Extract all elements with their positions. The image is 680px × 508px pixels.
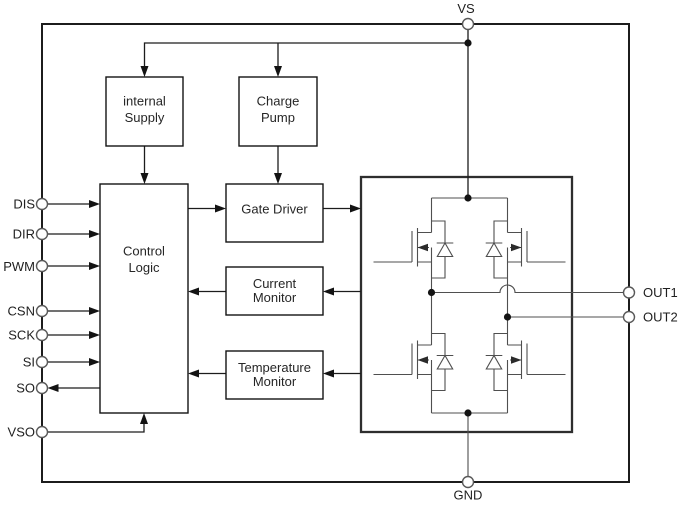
control-logic-box bbox=[99, 183, 189, 414]
control-to-gate-driver-arrow bbox=[215, 204, 226, 213]
h-bridge-box bbox=[359, 175, 574, 434]
internal-supply-box bbox=[105, 76, 184, 147]
pin-labels: VS GND DIS DIR PWM CSN SCK SI SO VSO OUT… bbox=[3, 1, 677, 503]
csn-pin-label: CSN bbox=[8, 304, 35, 319]
vso-pin-label: VSO bbox=[8, 425, 35, 440]
vs-pin bbox=[461, 17, 475, 31]
out1-wire bbox=[431, 284, 629, 294]
pin-terminals bbox=[35, 17, 636, 489]
mosfet-symbol bbox=[506, 221, 566, 278]
mosfet-symbol bbox=[506, 333, 566, 391]
mosfet-body-arrow bbox=[417, 243, 428, 252]
out2-pin bbox=[622, 310, 636, 324]
mosfet-low-side-right bbox=[485, 332, 566, 392]
pwm-pin-label: PWM bbox=[3, 259, 35, 274]
sck-arrow bbox=[89, 331, 100, 339]
block-temperature-monitor: Temperature Monitor bbox=[225, 350, 324, 400]
dis-pin bbox=[35, 197, 49, 211]
sck-pin bbox=[35, 328, 49, 342]
arrow-into-control-logic-top bbox=[140, 173, 149, 184]
internal-supply-label-line1: internal bbox=[123, 94, 166, 109]
gnd-pin-label: GND bbox=[454, 488, 483, 503]
arrow-into-internal-supply bbox=[140, 66, 149, 77]
charge-pump-label-line1: Charge bbox=[257, 94, 300, 109]
out1-junction bbox=[427, 288, 436, 297]
vso-wire bbox=[47, 424, 145, 433]
gnd-pin bbox=[461, 475, 475, 489]
block-current-monitor: Current Monitor bbox=[225, 266, 324, 316]
block-gate-driver: Gate Driver bbox=[225, 183, 324, 243]
arrow-into-gate-driver-top bbox=[274, 173, 282, 184]
si-pin-label: SI bbox=[23, 355, 35, 370]
so-pin bbox=[35, 381, 49, 395]
vso-arrow bbox=[140, 413, 148, 424]
bridge-to-temperature-monitor-arrow bbox=[323, 369, 334, 378]
dis-arrow bbox=[89, 200, 100, 208]
csn-arrow bbox=[89, 307, 100, 315]
supply-distribution-wire bbox=[143, 42, 468, 66]
mosfet-symbol bbox=[373, 221, 433, 278]
mosfet-low-side-left bbox=[373, 332, 454, 392]
mosfet-body-arrow bbox=[511, 243, 522, 252]
body-diode bbox=[431, 332, 454, 392]
current-monitor-to-control-arrow bbox=[188, 287, 199, 296]
body-diode bbox=[485, 220, 508, 279]
control-logic-label-line2: Logic bbox=[128, 260, 160, 275]
mosfet-body-arrow bbox=[417, 356, 428, 364]
h-bridge-internals bbox=[373, 197, 629, 482]
temperature-monitor-box bbox=[225, 350, 324, 400]
bridge-to-current-monitor-arrow bbox=[323, 287, 334, 296]
current-monitor-label-line2: Monitor bbox=[253, 290, 297, 305]
so-pin-label: SO bbox=[16, 381, 35, 396]
si-pin bbox=[35, 355, 49, 369]
vs-pin-label: VS bbox=[457, 1, 475, 16]
vso-pin bbox=[35, 425, 49, 439]
mosfet-high-side-left bbox=[373, 220, 454, 279]
so-arrow bbox=[47, 384, 59, 392]
current-monitor-label-line1: Current bbox=[253, 276, 297, 291]
vs-supply-routing bbox=[140, 24, 469, 198]
block-charge-pump: Charge Pump bbox=[238, 76, 318, 147]
pwm-pin bbox=[35, 259, 49, 273]
block-internal-supply: internal Supply bbox=[105, 76, 184, 147]
mosfet-body-arrow bbox=[511, 356, 522, 364]
dis-pin-label: DIS bbox=[13, 197, 35, 212]
mosfet-symbol bbox=[373, 333, 433, 391]
out1-pin-label: OUT1 bbox=[643, 285, 678, 300]
chip-outline bbox=[41, 23, 630, 483]
gate-driver-to-bridge-arrow bbox=[350, 204, 361, 213]
out2-pin-label: OUT2 bbox=[643, 310, 678, 325]
gate-driver-box bbox=[225, 183, 324, 243]
arrow-into-charge-pump bbox=[274, 66, 282, 77]
si-arrow bbox=[89, 358, 100, 366]
charge-pump-label-line2: Pump bbox=[261, 110, 295, 125]
dir-arrow bbox=[89, 230, 100, 238]
control-logic-label-line1: Control bbox=[123, 244, 165, 259]
temperature-monitor-label-line2: Monitor bbox=[253, 374, 297, 389]
gate-driver-label: Gate Driver bbox=[241, 202, 308, 217]
sck-pin-label: SCK bbox=[8, 328, 35, 343]
vs-branch-junction bbox=[464, 39, 472, 47]
input-pin-wires bbox=[47, 200, 148, 433]
csn-pin bbox=[35, 304, 49, 318]
temperature-monitor-label-line1: Temperature bbox=[238, 360, 311, 375]
bridge-top-junction bbox=[464, 194, 472, 202]
pwm-arrow bbox=[89, 262, 100, 270]
out1-pin bbox=[622, 286, 636, 299]
junction-dots bbox=[427, 39, 512, 417]
internal-supply-label-line2: Supply bbox=[125, 110, 165, 125]
block-control-logic: Control Logic bbox=[99, 183, 189, 414]
dir-pin bbox=[35, 227, 49, 241]
bridge-bottom-junction bbox=[464, 409, 472, 417]
inter-block-wires bbox=[188, 204, 361, 378]
out2-junction bbox=[503, 313, 512, 321]
mosfet-high-side-right bbox=[485, 220, 566, 279]
current-monitor-box bbox=[225, 266, 324, 316]
charge-pump-box bbox=[238, 76, 318, 147]
body-diode bbox=[431, 220, 454, 279]
temperature-monitor-to-control-arrow bbox=[188, 369, 199, 378]
dir-pin-label: DIR bbox=[13, 227, 35, 242]
body-diode bbox=[485, 332, 508, 392]
